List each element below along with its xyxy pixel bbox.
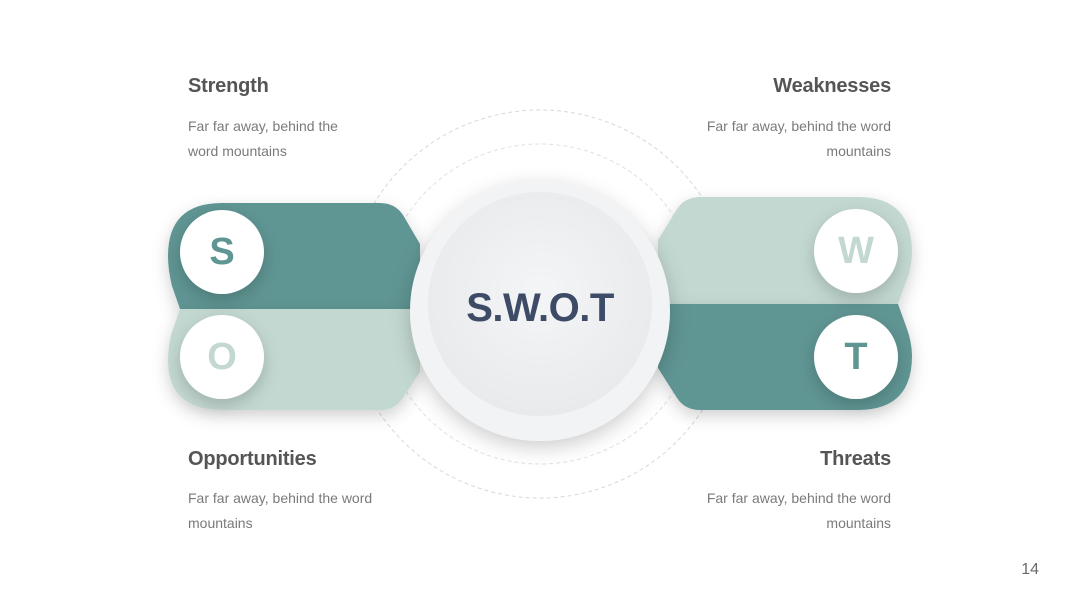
threats-description: Far far away, behind the word mountains <box>706 490 891 531</box>
center-inner-circle <box>428 192 652 416</box>
opportunities-letter: O <box>207 336 237 378</box>
weaknesses-letter: W <box>838 230 874 272</box>
opportunities-heading: Opportunities <box>188 448 317 470</box>
threats-letter: T <box>844 336 868 378</box>
weaknesses-heading: Weaknesses <box>773 75 891 97</box>
threats-heading: Threats <box>820 448 891 470</box>
weaknesses-letter-circle <box>814 209 898 293</box>
strength-heading: Strength <box>188 75 269 97</box>
opportunities-description: Far far away, behind the word mountains <box>188 490 373 531</box>
strength-letter: S <box>209 231 235 273</box>
center-title: S.W.O.T <box>466 286 614 330</box>
page-number: 14 <box>1021 561 1039 578</box>
threats-letter-circle <box>814 315 898 399</box>
opportunities-letter-circle <box>180 315 264 399</box>
weaknesses-description: Far far away, behind the word mountains <box>706 118 891 159</box>
strength-letter-circle <box>180 210 264 294</box>
strength-description: Far far away, behind the word mountains <box>188 118 338 159</box>
